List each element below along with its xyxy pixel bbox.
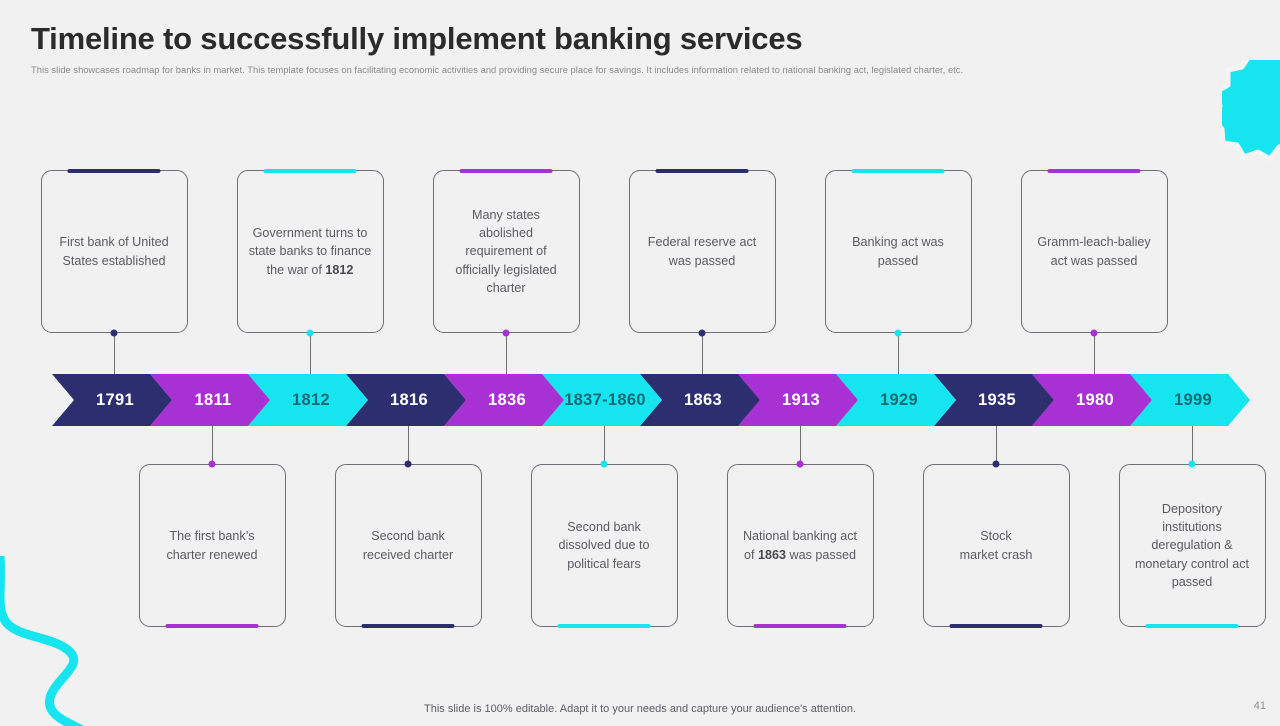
card-accent-bar [949, 624, 1043, 628]
card-accent-bar [67, 169, 161, 173]
page-number: 41 [1253, 700, 1266, 712]
card-node-dot [894, 329, 902, 337]
footer-note: This slide is 100% editable. Adapt it to… [424, 703, 856, 715]
card-accent-bar [1047, 169, 1141, 173]
card-node-dot [698, 329, 706, 337]
card-node-dot [796, 460, 804, 468]
timeline-chevron-1837-1860[interactable]: 1837-1860 [542, 374, 662, 426]
timeline-card[interactable]: Gramm-leach-baliey act was passed [1020, 169, 1168, 333]
chevron-year-label: 1836 [488, 390, 526, 409]
card-connector-line [212, 426, 213, 464]
card-node-dot [404, 460, 412, 468]
card-connector-line [310, 333, 311, 374]
card-text: Second bank received charter [362, 529, 454, 562]
card-accent-bar [459, 169, 553, 173]
card-accent-bar [263, 169, 357, 173]
timeline-card[interactable]: Federal reserve act was passed [628, 169, 776, 333]
chevron-year-label: 1863 [684, 390, 722, 409]
card-accent-bar [655, 169, 749, 173]
card-node-dot [1188, 460, 1196, 468]
page-subtitle: This slide showcases roadmap for banks i… [31, 65, 964, 76]
card-connector-line [996, 426, 997, 464]
chevron-year-label: 1929 [880, 390, 918, 409]
timeline-card[interactable]: Second bank received charter [334, 464, 482, 628]
chevron-year-label: 1935 [978, 390, 1016, 409]
timeline-card[interactable]: National banking act of 1863 was passed [726, 464, 874, 628]
card-accent-bar [1145, 624, 1239, 628]
timeline-chevron-row: 1791 1811 1812 1816 1836 1837-1860 1863 1913 192… [0, 374, 1280, 426]
chevron-year-label: 1980 [1076, 390, 1114, 409]
timeline-card[interactable]: First bank of United States established [40, 169, 188, 333]
card-accent-bar [753, 624, 847, 628]
timeline-card[interactable]: The first bank’s charter renewed [138, 464, 286, 628]
card-connector-line [702, 333, 703, 374]
card-node-dot [306, 329, 314, 337]
card-node-dot [600, 460, 608, 468]
card-node-dot [208, 460, 216, 468]
timeline-chevron-1913[interactable]: 1913 [738, 374, 858, 426]
card-node-dot [110, 329, 118, 337]
timeline-card[interactable]: Banking act was passed [824, 169, 972, 333]
card-text: Government turns to state banks to finan… [248, 226, 372, 277]
card-connector-line [800, 426, 801, 464]
card-accent-bar [557, 624, 651, 628]
card-text: Depository institutions deregulation & m… [1134, 502, 1250, 589]
card-connector-line [1192, 426, 1193, 464]
card-text: Many states abolished requirement of off… [455, 208, 557, 295]
chevron-year-label: 1837-1860 [564, 390, 646, 409]
timeline-card[interactable]: Many states abolished requirement of off… [432, 169, 580, 333]
chevron-year-label: 1816 [390, 390, 428, 409]
timeline-card[interactable]: Second bank dissolved due to political f… [530, 464, 678, 628]
timeline-card[interactable]: Government turns to state banks to finan… [236, 169, 384, 333]
card-node-dot [502, 329, 510, 337]
card-node-dot [1090, 329, 1098, 337]
card-accent-bar [165, 624, 259, 628]
card-connector-line [408, 426, 409, 464]
card-accent-bar [851, 169, 945, 173]
chevron-year-label: 1999 [1174, 390, 1212, 409]
timeline-card[interactable]: Depository institutions deregulation & m… [1118, 464, 1266, 628]
card-connector-line [1094, 333, 1095, 374]
timeline-chevron-1811[interactable]: 1811 [150, 374, 270, 426]
chevron-year-label: 1812 [292, 390, 330, 409]
card-connector-line [898, 333, 899, 374]
card-connector-line [604, 426, 605, 464]
card-connector-line [506, 333, 507, 374]
timeline-chevron-1791[interactable]: 1791 [52, 374, 172, 426]
card-text: Gramm-leach-baliey act was passed [1037, 235, 1151, 268]
card-text: Banking act was passed [852, 235, 944, 268]
slide-header: Timeline to successfully implement banki… [31, 21, 1231, 77]
card-connector-line [114, 333, 115, 374]
card-text: First bank of United States established [59, 235, 169, 268]
chevron-year-label: 1811 [194, 390, 232, 409]
chevron-year-label: 1791 [96, 390, 134, 409]
card-accent-bar [361, 624, 455, 628]
card-text: National banking act of 1863 was passed [742, 529, 858, 562]
chevron-year-label: 1913 [782, 390, 820, 409]
card-node-dot [992, 460, 1000, 468]
card-text: Second bank dissolved due to political f… [558, 520, 650, 571]
card-text: Federal reserve act was passed [647, 235, 757, 268]
card-text: The first bank’s charter renewed [166, 529, 258, 562]
page-title: Timeline to successfully implement banki… [31, 21, 803, 56]
